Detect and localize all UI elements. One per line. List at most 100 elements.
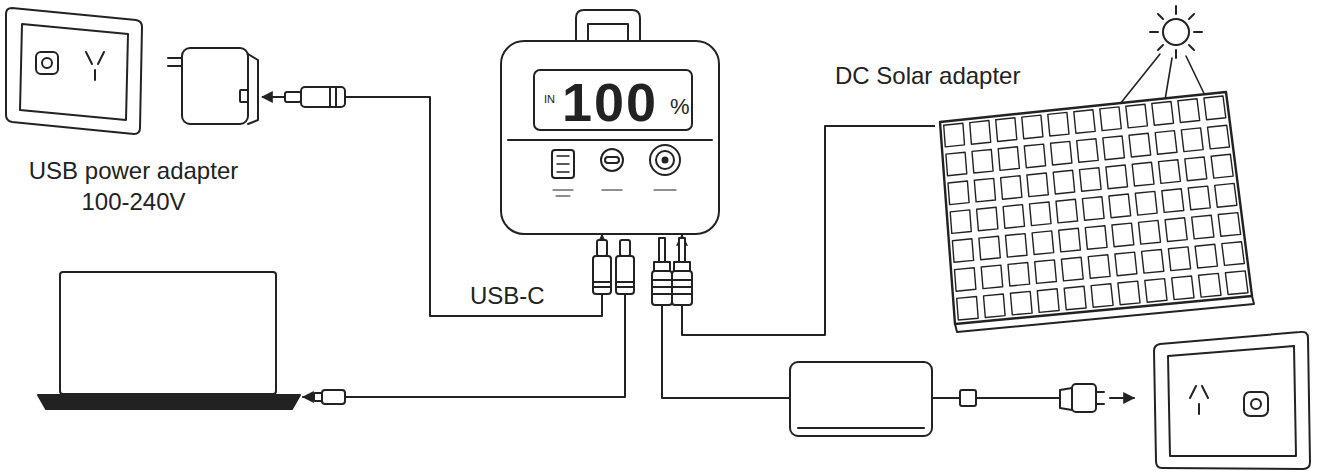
ac-adapter-cable-part (798, 427, 924, 429)
usb-power-adapter: USB power adapter 100-240V (5, 5, 262, 224)
wall-socket (6, 8, 142, 134)
solar-cell (1168, 247, 1190, 271)
solar-cell (1056, 199, 1078, 223)
usb-c-plug-part (330, 87, 336, 107)
solar-cell (1061, 257, 1083, 281)
wall-socket-part (42, 58, 52, 68)
solar-cell (1139, 220, 1161, 244)
solar-cell (1155, 131, 1177, 155)
solar-cell (948, 181, 969, 205)
solar-cell (1218, 213, 1240, 237)
solar-cell (1195, 244, 1217, 268)
usb-c-plug-part (597, 240, 607, 256)
solar-cell (1074, 110, 1095, 134)
wall-socket-part (1154, 332, 1310, 469)
solar-cell (1199, 273, 1221, 297)
solar-panel-part (940, 92, 1252, 324)
solar-cell (1204, 96, 1226, 120)
usb-adapter-part (248, 54, 258, 124)
solar-cell (996, 118, 1017, 142)
dc-plug-part (672, 271, 692, 305)
station-handle-part (588, 24, 628, 41)
dc-port-part (650, 145, 680, 175)
usb-c-plug-part (593, 282, 611, 287)
dc-plug-part (659, 238, 665, 262)
usb-c-plug-part (616, 256, 634, 294)
solar-cell (1211, 154, 1233, 178)
usb-adapter-part (182, 48, 248, 124)
usb-a-port-part (553, 190, 573, 196)
sun-part (1150, 6, 1202, 58)
usb-c-port-part (605, 157, 619, 163)
solar-cell (1109, 194, 1131, 218)
solar-cell (984, 294, 1006, 318)
ac-adapter-cable-part (790, 362, 932, 436)
percent-sign: % (670, 96, 690, 118)
dc-plug (672, 238, 692, 305)
wall-socket-part (86, 52, 104, 80)
wall-socket (1154, 332, 1310, 469)
usb-adapter (168, 48, 258, 124)
usb-a-port-part (552, 150, 574, 178)
usb-c-plug (285, 87, 345, 107)
usb-c-plug (593, 240, 611, 294)
usb-a-port-part (557, 156, 569, 172)
solar-cell (1135, 191, 1157, 215)
solar-cell (1225, 271, 1248, 295)
ac-adapter-cable-part (1096, 392, 1104, 404)
solar-cell (1106, 165, 1128, 189)
solar-cell (979, 236, 1000, 260)
solar-cell (970, 121, 991, 145)
solar-cell (1010, 291, 1032, 315)
solar-cell (1091, 284, 1113, 308)
solar-cell (1185, 157, 1207, 181)
solar-cell (1142, 250, 1164, 274)
laptop-part (38, 395, 300, 409)
usb-c-plug-part (616, 282, 634, 287)
solar-cell (1132, 162, 1154, 186)
laptop-part (60, 272, 276, 394)
solar-cell (1159, 160, 1181, 184)
dc-plug-part (674, 262, 690, 271)
solar-cell (1115, 252, 1137, 276)
solar-cell (1048, 112, 1069, 136)
solar-cell (1188, 186, 1210, 210)
solar-cell (972, 150, 993, 174)
solar-cell (1037, 289, 1059, 313)
usb-c-port (601, 149, 623, 190)
battery-percent: 100 (562, 75, 658, 129)
wall-socket-part (1168, 346, 1296, 456)
ac-adapter-cable (662, 305, 1134, 436)
solar-panel-part (944, 96, 1248, 320)
usb-c-plug-part (620, 240, 630, 256)
solar-cell (1088, 255, 1110, 279)
solar-cell (1172, 276, 1194, 300)
station-screen (508, 70, 712, 140)
solar-cell (1003, 205, 1024, 229)
solar-panel-node: DC Solar adapter (935, 62, 1255, 327)
solar-cell (1027, 173, 1048, 197)
solar-cell (1080, 168, 1102, 192)
station-screen-part (534, 70, 692, 130)
solar-cell (1006, 234, 1028, 258)
laptop-cable-part (322, 390, 345, 404)
solar-cell (952, 239, 973, 262)
solar-cell (1022, 115, 1043, 139)
usb-c-plug-part (301, 87, 345, 107)
solar-cell (1100, 107, 1122, 131)
solar-cell (1082, 197, 1104, 221)
dc-port-part (663, 158, 668, 163)
solar-cell (1085, 226, 1107, 250)
solar-panel (940, 92, 1254, 332)
cable-label: USB-C (470, 284, 545, 308)
power-station: IN100% (500, 40, 720, 235)
solar-cell (1162, 189, 1184, 213)
solar-cell (1152, 102, 1174, 126)
dc-plug-part (672, 280, 692, 294)
ac-adapter-cable-part (1110, 397, 1134, 399)
station-handle (576, 10, 640, 41)
solar-cell (1030, 202, 1052, 226)
dc-plug (652, 238, 672, 305)
solar-cell (1178, 99, 1200, 123)
